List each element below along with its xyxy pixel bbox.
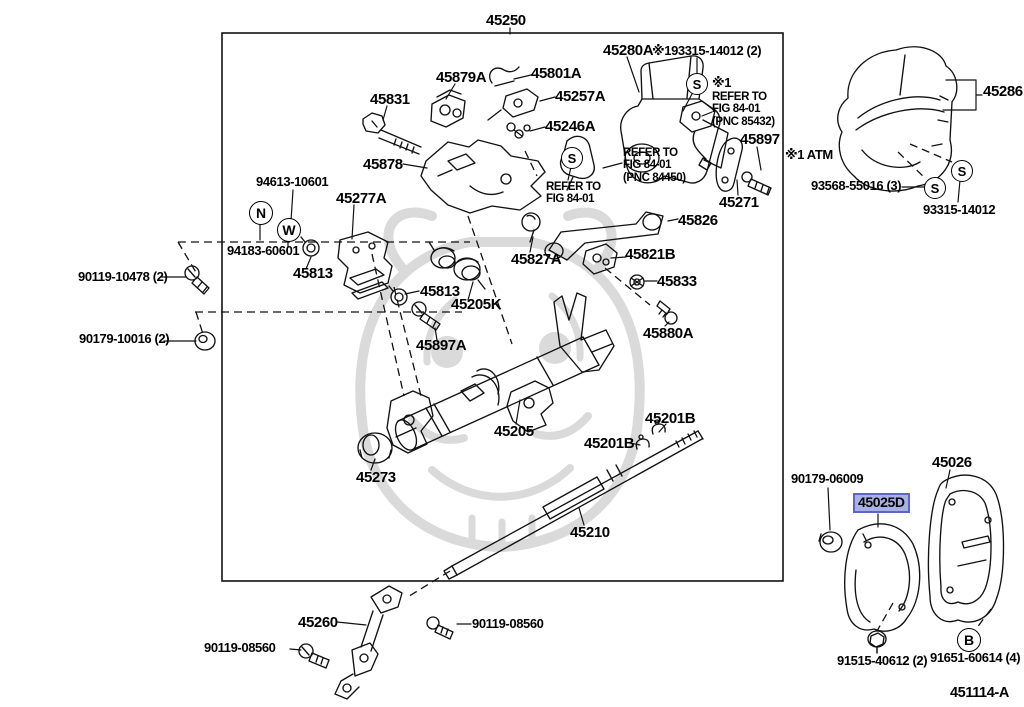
part-label-45026: 45026 bbox=[932, 454, 972, 471]
part-label-figure-code: 451114-A bbox=[950, 685, 1009, 701]
main-box bbox=[221, 32, 784, 582]
part-label-45827A: 45827A bbox=[511, 251, 562, 268]
part-label-45879A: 45879A bbox=[436, 69, 487, 86]
part-label-45878: 45878 bbox=[363, 156, 403, 173]
circled-marker-n-4: N bbox=[249, 201, 273, 225]
part-label-45246A: 45246A bbox=[545, 118, 596, 135]
part-label-93315-14012: 93315-14012 bbox=[923, 202, 996, 217]
part-label-90179-06009: 90179-06009 bbox=[791, 471, 864, 486]
circled-marker-s-0: S bbox=[561, 147, 583, 169]
part-label-45257A: 45257A bbox=[555, 88, 606, 105]
circled-marker-b-6: B bbox=[957, 628, 981, 652]
part-label-45897: 45897 bbox=[740, 131, 780, 148]
part-label-45271: 45271 bbox=[719, 194, 759, 211]
part-label-45277A: 45277A bbox=[336, 190, 387, 207]
part-label-45286: 45286 bbox=[983, 83, 1023, 100]
part-label-45801A: 45801A bbox=[531, 65, 582, 82]
part-label-90119-08560-right: 90119-08560 bbox=[472, 616, 544, 631]
part-label-45280A: 45280A bbox=[603, 42, 654, 59]
circled-marker-s-1: S bbox=[686, 73, 708, 95]
part-label-45205: 45205 bbox=[494, 423, 534, 440]
part-label-90179-10016: 90179-10016 (2) bbox=[79, 331, 170, 346]
part-label-45897A: 45897A bbox=[416, 337, 467, 354]
part-label-refer-84450: REFER TO FIG 84-01 (PNC 84450) bbox=[623, 147, 686, 184]
part-label-45260: 45260 bbox=[298, 614, 338, 631]
part-label-45821B: 45821B bbox=[625, 246, 676, 263]
part-label-45201B-right: 45201B bbox=[645, 410, 696, 427]
part-label-45025D[interactable]: 45025D bbox=[853, 493, 910, 514]
part-label-45813-1: 45813 bbox=[293, 265, 333, 282]
part-label-45273: 45273 bbox=[356, 469, 396, 486]
part-label-94613-10601: 94613-10601 bbox=[256, 174, 329, 189]
part-label-45201B-left: 45201B bbox=[584, 435, 635, 452]
part-label-45826: 45826 bbox=[678, 212, 718, 229]
part-label-refer-8401: REFER TO FIG 84-01 bbox=[546, 181, 601, 206]
part-label-45880A: 45880A bbox=[643, 325, 694, 342]
circled-marker-s-3: S bbox=[951, 160, 973, 182]
part-label-91515-40612: 91515-40612 (2) bbox=[837, 653, 928, 668]
circled-marker-s-2: S bbox=[924, 177, 946, 199]
part-label-94183-60601: 94183-60601 bbox=[227, 243, 300, 258]
part-label-90119-10478: 90119-10478 (2) bbox=[78, 269, 168, 284]
part-label-45831: 45831 bbox=[370, 91, 410, 108]
part-label-45833: 45833 bbox=[657, 273, 697, 290]
part-label-91651-60614: 91651-60614 (4) bbox=[930, 650, 1021, 665]
part-label-refer-85432: REFER TO FIG 84-01 (PNC 85432) bbox=[712, 91, 775, 128]
part-label-45250: 45250 bbox=[486, 12, 526, 29]
part-label-93315-14012-top: ※193315-14012 (2) bbox=[652, 43, 762, 58]
part-label-45813-2: 45813 bbox=[420, 283, 460, 300]
part-label-note-1: ※1 bbox=[712, 75, 732, 90]
part-label-45205K: 45205K bbox=[451, 296, 502, 313]
part-label-90119-08560-left: 90119-08560 bbox=[204, 640, 276, 655]
part-label-93568-55016: 93568-55016 (3) bbox=[811, 178, 902, 193]
circled-marker-w-5: W bbox=[277, 218, 301, 242]
part-label-note-1-atm: ※1 ATM bbox=[785, 147, 833, 162]
parts bbox=[184, 46, 1005, 700]
part-label-45210: 45210 bbox=[570, 524, 610, 541]
leader-lines bbox=[161, 27, 983, 654]
